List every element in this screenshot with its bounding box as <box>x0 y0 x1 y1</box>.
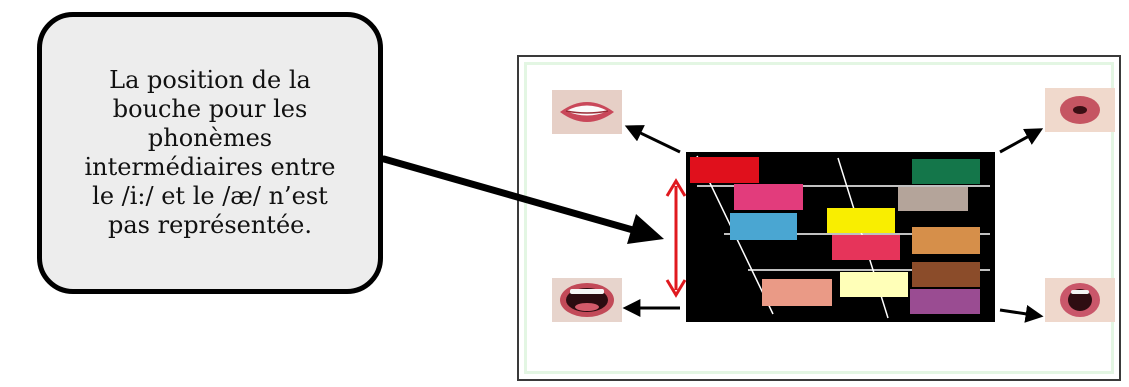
vowel-block <box>912 262 980 287</box>
vowel-block <box>762 279 832 306</box>
vowel-block <box>690 157 759 183</box>
vowel-block <box>730 213 797 240</box>
vowel-block <box>734 184 803 210</box>
vowel-block <box>827 208 895 233</box>
mouth-rounded-lips-image <box>1045 88 1115 132</box>
vowel-block <box>912 227 980 254</box>
mouth-smile-teeth-image <box>552 90 622 134</box>
vowel-block <box>840 272 908 297</box>
mouth-open-wide-image <box>552 278 622 322</box>
vowel-block <box>832 235 900 260</box>
callout-pointer-arrow <box>380 155 664 244</box>
arrow-to-top-left-mouth <box>624 125 681 154</box>
vowel-blocks <box>690 157 980 314</box>
callout-box: La position de la bouche pour les phonèm… <box>37 12 383 294</box>
mouth-open-rounded-image <box>1045 278 1115 322</box>
callout-text: La position de la bouche pour les phonèm… <box>84 66 336 239</box>
vowel-block <box>912 159 980 184</box>
vowel-block <box>910 289 980 314</box>
arrow-to-bottom-right-mouth <box>999 304 1044 323</box>
red-double-arrow <box>665 178 687 298</box>
arrow-to-top-right-mouth <box>999 128 1044 154</box>
vowel-block <box>898 187 968 211</box>
